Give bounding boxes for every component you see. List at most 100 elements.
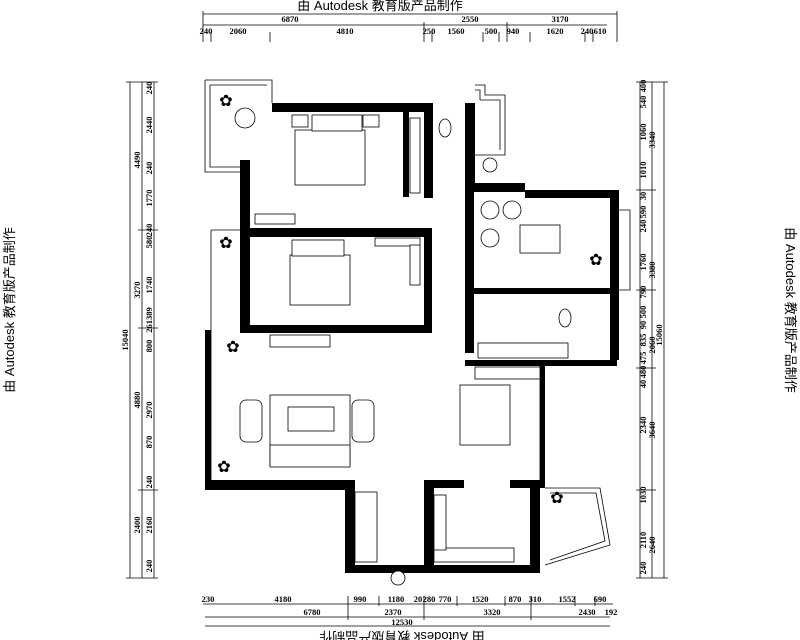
kitchen-counter	[433, 494, 447, 551]
bottom-dimensions: 230 4180 990 1180 20 280 770 1520 870 31…	[202, 594, 618, 627]
dim-label: 6780	[304, 607, 321, 617]
dim-label: 1620	[547, 26, 564, 36]
cabinet	[354, 491, 378, 563]
dim-label: 2370	[385, 607, 402, 617]
dim-label: 1552	[559, 594, 576, 604]
dim-label: 230	[202, 594, 215, 604]
dim-label: 2060	[230, 26, 247, 36]
chair	[480, 228, 500, 248]
dim-label: 480	[638, 366, 648, 379]
dim-label: 20	[414, 594, 423, 604]
dim-label: 240	[144, 560, 154, 573]
plant-icon: ✿	[550, 490, 563, 507]
dim-label: 1770	[144, 190, 154, 207]
coffee-table	[287, 406, 335, 432]
wardrobe	[409, 117, 421, 194]
dim-label: 15060	[654, 324, 664, 345]
dim-label: 400	[638, 80, 648, 93]
left-dimensions: 15040 4490 3270 4880 2400 240 2440 240 1…	[120, 82, 154, 573]
dim-label: 3380	[647, 262, 657, 279]
furniture: ✿ ✿ ✿ ✿ ✿ ✿	[217, 93, 603, 586]
dim-label: 690	[594, 594, 607, 604]
plant-icon: ✿	[589, 252, 602, 269]
kitchen-counter	[433, 547, 515, 563]
dim-label: 475	[638, 352, 648, 365]
cabinet	[254, 213, 296, 225]
dim-label: 240	[144, 224, 154, 237]
top-dimensions: 6870 2550 3170 240 2060 4810 250 1560 50…	[200, 14, 607, 36]
dim-label: 240	[638, 562, 648, 575]
dim-label: 310	[529, 594, 542, 604]
plant-icon: ✿	[219, 235, 232, 252]
dim-label: 3340	[647, 132, 657, 149]
watermark-top: 由 Autodesk 教育版产品制作	[297, 0, 462, 13]
dim-label: 500	[638, 306, 648, 319]
watermark-left: 由 Autodesk 教育版产品制作	[2, 227, 17, 392]
dim-label: 2110	[638, 532, 648, 549]
nightstand	[362, 114, 380, 128]
dim-label: 12530	[391, 617, 412, 627]
dim-label: 590	[638, 206, 648, 219]
dim-label: 500	[485, 26, 498, 36]
dim-label: 261389	[144, 307, 154, 333]
plant-icon: ✿	[217, 459, 230, 476]
dim-label: 1180	[388, 594, 405, 604]
watermark-right: 由 Autodesk 教育版产品制作	[783, 227, 798, 392]
dim-label: 770	[439, 594, 452, 604]
dim-label: 1740	[144, 277, 154, 294]
dim-label: 240	[144, 162, 154, 175]
dim-label: 6870	[282, 14, 299, 24]
plant-icon: ✿	[226, 339, 239, 356]
headboard	[291, 239, 345, 257]
dim-label: 2640	[647, 537, 657, 554]
tv-cabinet	[269, 334, 331, 348]
lounge-chair	[234, 107, 256, 129]
dim-label: 3170	[552, 14, 569, 24]
dim-label: 2550	[462, 14, 479, 24]
dim-label: 800	[144, 340, 154, 353]
dim-label: 2160	[144, 517, 154, 534]
dim-label: 280	[423, 594, 436, 604]
watermark-bottom: 由 Autodesk 教育版产品制作	[319, 629, 484, 640]
chair	[480, 200, 500, 220]
entry-plant	[390, 570, 406, 586]
dim-label: 870	[509, 594, 522, 604]
bed-master	[294, 129, 366, 186]
dim-label: 2430	[579, 607, 596, 617]
dim-label: 240	[144, 476, 154, 489]
dim-label: 1060	[638, 124, 648, 141]
counter	[474, 366, 541, 380]
dim-label: 15040	[120, 329, 130, 350]
dim-label: 3320	[484, 607, 501, 617]
dim-label: 2440	[144, 117, 154, 134]
dim-label: 1030	[638, 487, 648, 504]
dim-label: 90	[638, 321, 648, 330]
dim-label: 4490	[132, 152, 142, 169]
dim-label: 2400	[132, 517, 142, 534]
armchair	[351, 399, 375, 443]
toilet	[558, 308, 572, 328]
dim-label: 1760	[638, 254, 648, 271]
dim-label: 240	[638, 220, 648, 233]
wardrobe	[374, 237, 421, 247]
dim-label: 3640	[647, 422, 657, 439]
balconies	[204, 79, 631, 566]
dim-label: 1010	[638, 162, 648, 179]
dim-label: 4180	[275, 594, 292, 604]
dim-label: 192	[605, 607, 618, 617]
nightstand	[291, 114, 309, 128]
dim-label: 790	[638, 286, 648, 299]
dim-label: 240	[144, 82, 154, 95]
dimension-lines	[126, 11, 668, 627]
headboard	[311, 114, 363, 132]
dim-label: 30	[638, 192, 648, 201]
dim-label: 540	[638, 96, 648, 109]
armchair	[239, 399, 263, 443]
desk	[519, 224, 561, 254]
dim-label: 870	[144, 436, 154, 449]
dim-label: 835	[638, 334, 648, 347]
dim-label: 4880	[132, 392, 142, 409]
dim-label: 610	[594, 26, 607, 36]
sofa	[269, 444, 351, 468]
dining-table	[459, 384, 511, 446]
